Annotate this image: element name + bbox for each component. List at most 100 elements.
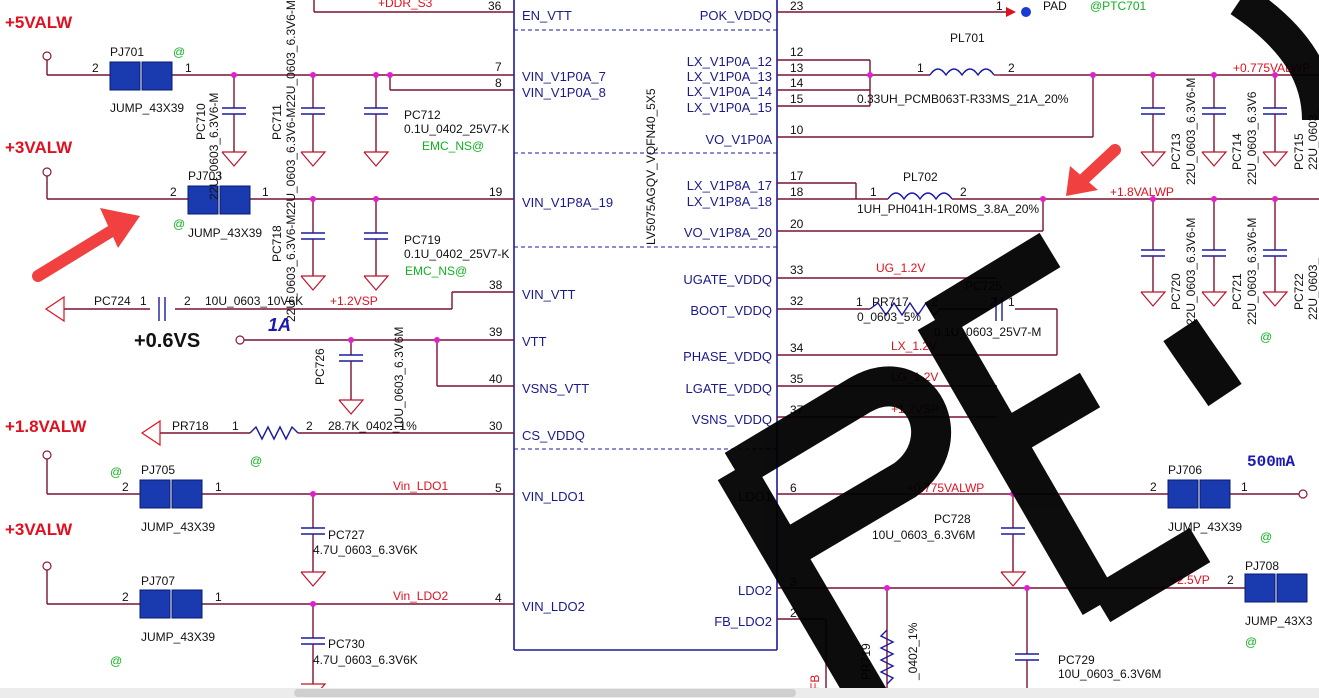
- pin-number: 1: [215, 480, 222, 494]
- val-pc727: 4.7U_0603_6.3V6K: [313, 543, 418, 557]
- label-pj701-type: JUMP_43X39: [110, 101, 184, 115]
- pin-name: PHASE_VDDQ: [683, 349, 772, 364]
- at-marker: @: [1260, 530, 1272, 544]
- pin-name: VIN_V1P0A_7: [522, 69, 606, 84]
- ref-pc730: PC730: [328, 637, 365, 651]
- pin-number: 1: [870, 185, 877, 199]
- val-pc724: 10U_0603_10V6K: [205, 294, 303, 308]
- pin-number: 1: [1008, 295, 1015, 309]
- pin-name: VIN_V1P8A_19: [522, 195, 613, 210]
- pin-number: 1: [1241, 480, 1248, 494]
- rail-3valw-2: +3VALW: [5, 520, 73, 539]
- val-pc710: 22U_0603_6.3V6-M: [207, 93, 221, 200]
- pin-number: 5: [495, 481, 502, 495]
- pin-number: 39: [489, 325, 503, 339]
- pin-number: 14: [790, 76, 804, 90]
- capacitors-left: [158, 75, 390, 698]
- pin-name: VSNS_VDDQ: [692, 412, 772, 427]
- wires-right: [777, 11, 1319, 698]
- pin-number: 1: [140, 294, 147, 308]
- ic-left-pins: EN_VTT VIN_V1P0A_7 VIN_V1P0A_8 VIN_V1P8A…: [522, 8, 613, 614]
- pin-name: UGATE_VDDQ: [683, 272, 772, 287]
- emc-pc712: EMC_NS@: [422, 139, 484, 153]
- net-ddr-s3: +DDR_S3: [378, 0, 433, 10]
- pin-number: 2: [170, 185, 177, 199]
- horizontal-scrollbar[interactable]: [0, 688, 1319, 698]
- pin-name: LX_V1P8A_17: [687, 178, 772, 193]
- ref-pc718: PC718: [270, 225, 284, 262]
- ref-pc715: PC715: [1292, 133, 1306, 170]
- val-pc719: 0.1U_0402_25V7-K: [404, 247, 509, 261]
- ref-pc729: PC729: [1058, 653, 1095, 667]
- offpage-arrows: [44, 295, 161, 447]
- pin-name: CS_VDDQ: [522, 428, 585, 443]
- pin-number: 18: [790, 185, 804, 199]
- ref-pc724: PC724: [94, 294, 131, 308]
- val-pc726: 10U_0603_6.3V6M: [392, 327, 406, 430]
- ref-pc719: PC719: [404, 233, 441, 247]
- pin-number: 12: [790, 45, 804, 59]
- component-pin-numbers: 2 1 2 1 2 1 2 1 1 2 1 2 2 1 2 1 1 2 1 2 …: [92, 0, 1248, 604]
- rail-0p6vs: +0.6VS: [134, 330, 200, 352]
- ref-pc722: PC722: [1292, 273, 1306, 310]
- val-pl702: 1UH_PH041H-1R0MS_3.8A_20%: [857, 202, 1039, 216]
- pin-number: 15: [790, 92, 804, 106]
- label-pj705-type: JUMP_43X39: [141, 520, 215, 534]
- val-pr719: _0402_1%: [906, 622, 920, 681]
- ic-right-pins: POK_VDDQ LX_V1P0A_12 LX_V1P0A_13 LX_V1P0…: [683, 8, 772, 629]
- at-marker: @: [1245, 635, 1257, 649]
- jumper-pj703: [187, 185, 251, 215]
- emc-pc719: EMC_NS@: [405, 264, 467, 278]
- ref-pc711: PC711: [270, 104, 284, 140]
- pin-number: 1: [232, 419, 239, 433]
- val-pc720: 22U_0603_6.3V6-M: [1184, 218, 1198, 325]
- pin-number: 33: [790, 263, 804, 277]
- net-fb: FB: [808, 675, 822, 690]
- rail-5valw: +5VALW: [5, 13, 73, 32]
- scrollbar-thumb[interactable]: [294, 689, 796, 697]
- jumper-pj707: [139, 589, 203, 619]
- pin-name: BOOT_VDDQ: [690, 303, 772, 318]
- current-500ma: 500mA: [1247, 453, 1295, 471]
- pin-name: VIN_VTT: [522, 287, 576, 302]
- resistor-pr719: [879, 629, 895, 685]
- pin-number: 4: [495, 591, 502, 605]
- net-1p2vsp: +1.2VSP: [330, 294, 378, 308]
- pin-name: LX_V1P0A_13: [687, 69, 772, 84]
- net-vin-ldo2: Vin_LDO2: [393, 589, 448, 603]
- val-pc722: 22U_0603_: [1306, 258, 1319, 320]
- pin-number: 17: [790, 169, 804, 183]
- net-pad: PAD: [1043, 0, 1067, 13]
- val-pc712: 0.1U_0402_25V7-K: [404, 122, 509, 136]
- ref-pc728: PC728: [934, 512, 971, 526]
- val-pl701: 0.33UH_PCMB063T-R33MS_21A_20%: [857, 92, 1069, 106]
- pin-number: 32: [790, 294, 804, 308]
- ref-pc720: PC720: [1169, 273, 1183, 310]
- annotation-arrow-right: [1066, 144, 1121, 196]
- val-pc729: 10U_0603_6.3V6M: [1058, 667, 1161, 681]
- pin-number: 1: [215, 590, 222, 604]
- resistor-pr718: [249, 425, 299, 441]
- val-pc730: 4.7U_0603_6.3V6K: [313, 653, 418, 667]
- pin-name: VO_V1P0A: [706, 132, 773, 147]
- val-pc721: 22U_0603_6.3V6-M: [1245, 218, 1259, 325]
- pin-name: VSNS_VTT: [522, 381, 589, 396]
- pin-number: 2: [92, 61, 99, 75]
- pin-number: 10: [790, 123, 804, 137]
- label-pj708: PJ708: [1245, 559, 1279, 573]
- pin-number: 6: [790, 481, 797, 495]
- rail-3valw: +3VALW: [5, 138, 73, 157]
- pin-name: LGATE_VDDQ: [686, 381, 772, 396]
- pin-number: 2: [122, 480, 129, 494]
- pin-number: 35: [790, 372, 804, 386]
- val-pc728: 10U_0603_6.3V6M: [872, 528, 975, 542]
- ref-pc727: PC727: [328, 528, 365, 542]
- ref-pr718: PR718: [172, 419, 209, 433]
- watermark: [717, 0, 1319, 698]
- at-marker: @: [173, 217, 185, 231]
- pin-name: VIN_V1P0A_8: [522, 85, 606, 100]
- val-pc715: 22U_0603_: [1306, 108, 1319, 170]
- capacitors-right: [995, 75, 1289, 698]
- ref-pc712: PC712: [404, 108, 441, 122]
- pin-number: 1: [856, 295, 863, 309]
